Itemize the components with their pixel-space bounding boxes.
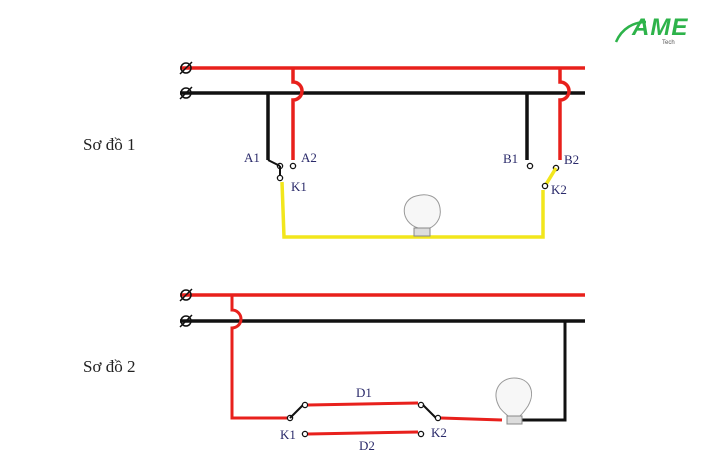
d2-wire-k2-to-lamp: [440, 416, 503, 422]
label-d2-k2: K2: [431, 425, 447, 440]
d2-contact-k2-top: [417, 401, 425, 409]
label-b1: B1: [503, 151, 519, 166]
d2-neutral-drop: [522, 321, 567, 422]
d2-contact-k2-bottom: [417, 430, 425, 438]
d1-wire-b2: [558, 68, 571, 160]
d1-wire-a2: [291, 68, 304, 160]
label-a1: A1: [244, 150, 260, 165]
d1-neutral-terminal: [179, 86, 193, 100]
d1-pivot-k1: [276, 174, 284, 182]
d1-wire-a1-to-contact: [267, 159, 281, 167]
d2-live-terminal: [179, 288, 193, 302]
d1-live-terminal: [179, 61, 193, 75]
d1-pivot-k2: [541, 182, 549, 190]
d2-live-drop: [230, 295, 287, 420]
label-d2-k1: K1: [280, 427, 296, 442]
d2-traveler-d1: [307, 401, 419, 407]
d2-contact-k1-bottom: [301, 430, 309, 438]
d1-switch-k2-blade: [543, 167, 558, 187]
d2-switch-k1-blade: [289, 404, 304, 419]
d1-contact-a2: [289, 162, 297, 170]
label-k1: K1: [291, 179, 307, 194]
d1-lamp: [403, 194, 441, 237]
d1-contact-b1: [526, 162, 534, 170]
d2-neutral-terminal: [179, 314, 193, 328]
ame-logo: AME Tech: [612, 12, 702, 52]
diagram1-title: Sơ đồ 1: [83, 135, 136, 154]
label-d2: D2: [359, 438, 375, 453]
d2-lamp: [495, 377, 532, 425]
logo-subtext: Tech: [662, 40, 675, 46]
d2-switch-k2-blade: [422, 404, 437, 419]
logo-swoosh-icon: [614, 20, 647, 43]
diagram2-title: Sơ đồ 2: [83, 357, 136, 376]
label-b2: B2: [564, 152, 580, 167]
label-k2: K2: [551, 182, 567, 197]
d1-switched-wire: [280, 181, 545, 239]
label-a2: A2: [301, 150, 317, 165]
d2-pivot-k2: [434, 414, 442, 422]
d2-traveler-d2: [307, 430, 419, 436]
logo-text: AME: [632, 14, 689, 41]
label-d1: D1: [356, 385, 372, 400]
d2-contact-k1-top: [301, 401, 309, 409]
